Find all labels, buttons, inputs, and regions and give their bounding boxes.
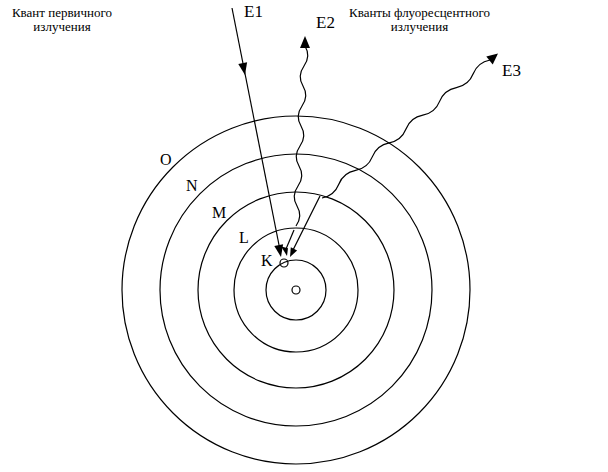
shell-o (122, 116, 470, 464)
caption-text: Кванты флуоресцентного излучения (332, 6, 507, 35)
caption-text: Квант первичного излучения (6, 6, 118, 35)
vacancy (280, 259, 288, 267)
shell-m (198, 192, 394, 388)
m-k-transition (293, 196, 320, 250)
shell-label: M (212, 204, 226, 222)
arrowhead (274, 244, 283, 257)
l-k-transition (286, 230, 294, 249)
energy-label: E3 (502, 62, 521, 81)
shell-label: K (261, 252, 273, 270)
arrowhead (486, 54, 498, 65)
shell-label: N (186, 177, 198, 195)
wave-e3 (322, 60, 490, 198)
energy-label: E2 (316, 14, 335, 33)
arrowhead (300, 36, 310, 48)
shell-label: O (160, 151, 172, 169)
energy-label: E1 (244, 3, 263, 22)
arrowhead (281, 246, 288, 256)
arrowhead (238, 62, 247, 75)
wave-e2 (294, 46, 308, 226)
shell-k (266, 260, 326, 320)
nucleus (292, 286, 300, 294)
shell-n (160, 154, 432, 426)
arrowhead (290, 247, 297, 257)
shell-l (234, 228, 358, 352)
shell-label: L (239, 229, 249, 247)
primary-ray (232, 8, 280, 250)
